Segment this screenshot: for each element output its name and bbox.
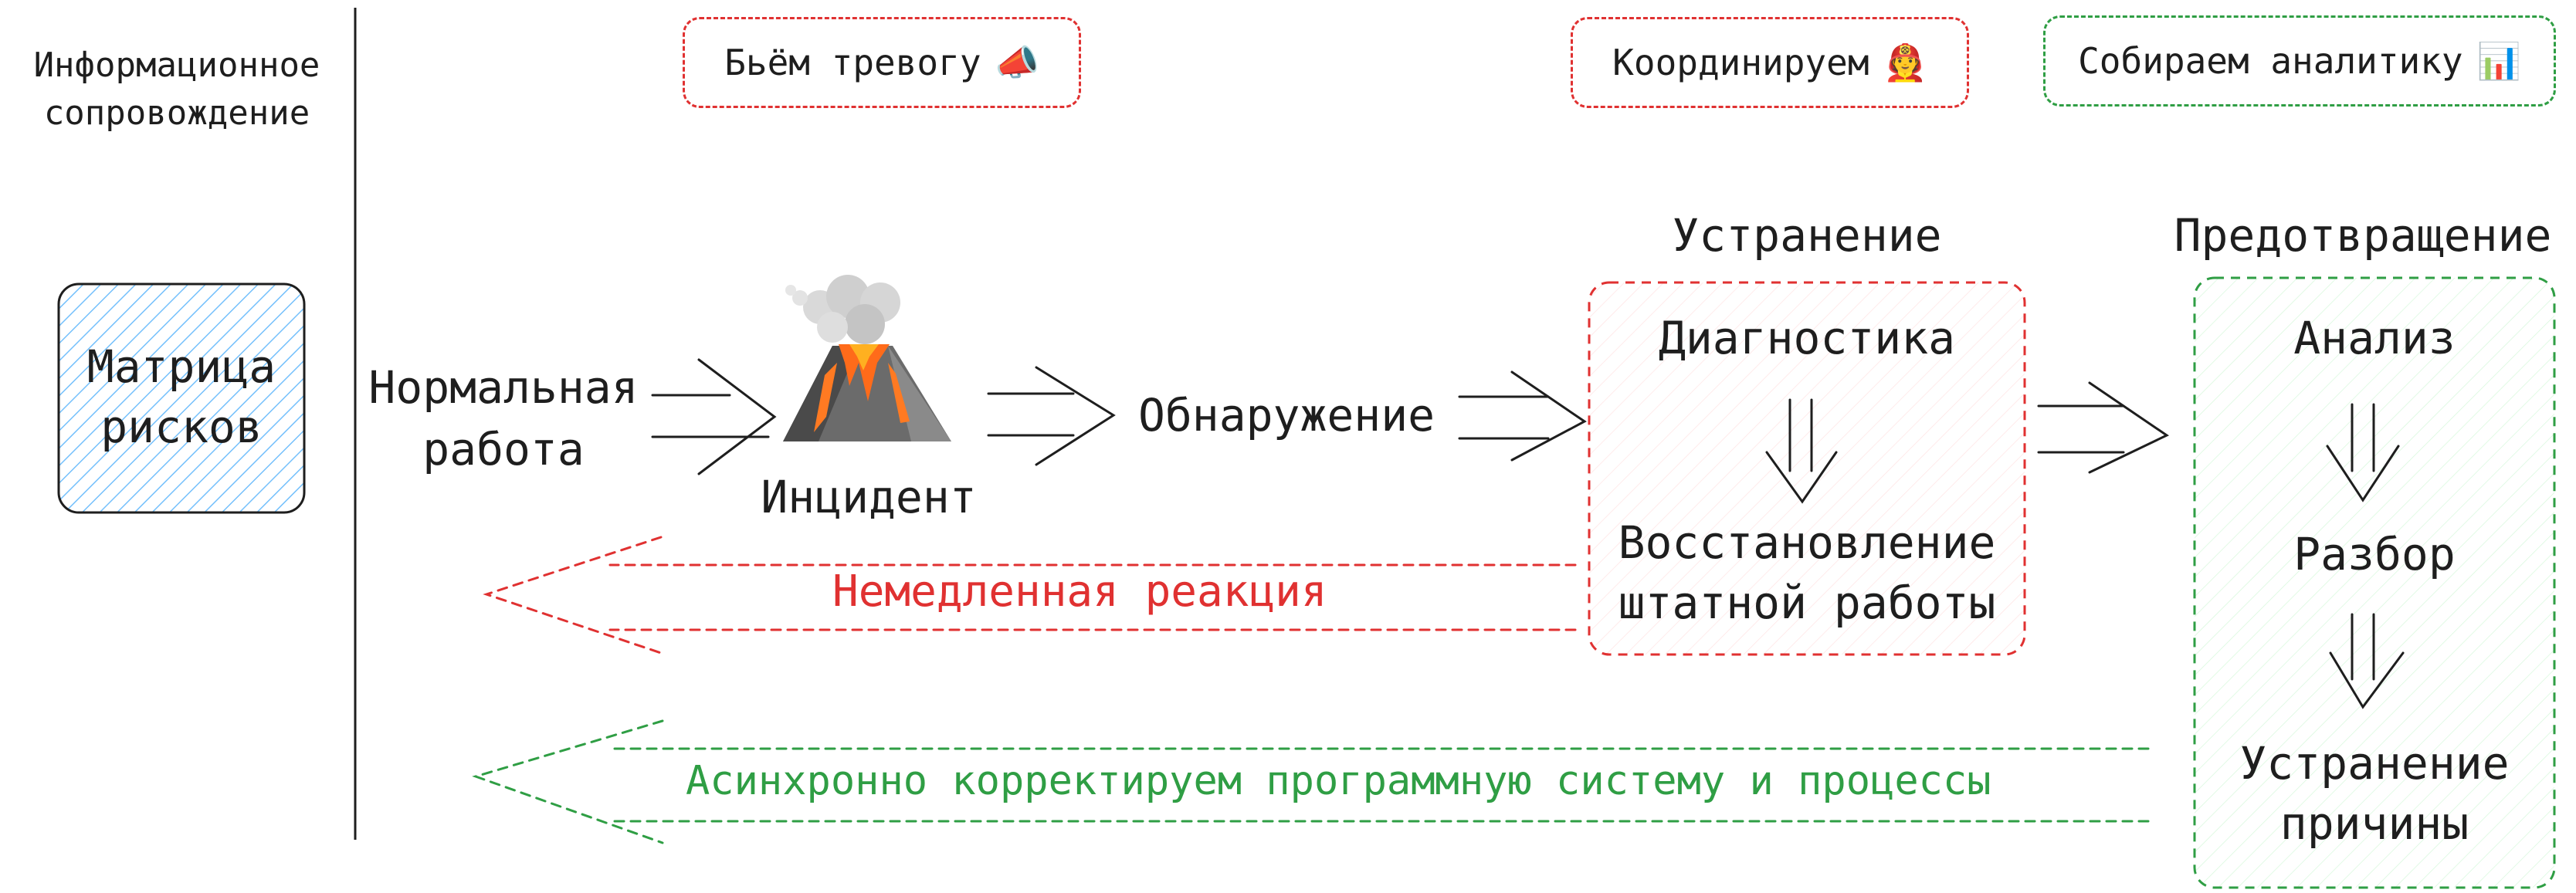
elimination-box xyxy=(1588,281,2026,656)
normal-work-label: Нормальная работа xyxy=(354,357,653,480)
volcano-icon xyxy=(783,275,951,441)
alarm-badge-label: Бьём тревогу xyxy=(724,42,981,83)
restore-label: Восстановление штатной работы xyxy=(1589,512,2025,633)
arrow-async-correction xyxy=(472,719,2150,844)
fix-cause-label-line1: Устранение xyxy=(2239,737,2510,790)
coordinate-badge: Координируем 🧑‍🚒 xyxy=(1571,17,1969,108)
analytics-badge: Собираем аналитику 📊 xyxy=(2043,15,2556,107)
arrow-immediate-reaction xyxy=(483,536,1577,655)
detection-label: Обнаружение xyxy=(1137,389,1435,441)
async-correction-label: Асинхронно корректируем программную сист… xyxy=(686,758,1991,804)
fix-cause-label: Устранение причины xyxy=(2195,733,2554,854)
info-support-label: Информационное сопровождение xyxy=(0,42,354,137)
arrow-incident-to-detection xyxy=(987,366,1116,466)
megaphone-icon: 📣 xyxy=(995,41,1039,83)
prevention-title: Предотвращение xyxy=(2174,209,2552,262)
review-label: Разбор xyxy=(2293,528,2456,580)
coordinate-badge-label: Координируем xyxy=(1612,42,1869,83)
incident-label: Инцидент xyxy=(761,471,977,523)
restore-label-line1: Восстановление xyxy=(1618,516,1996,569)
elimination-title: Устранение xyxy=(1672,209,1942,262)
immediate-reaction-label: Немедленная реакция xyxy=(832,567,1327,617)
info-support-label-line1: Информационное xyxy=(33,46,320,85)
risk-matrix-label: Матрица рисков xyxy=(59,337,304,457)
info-support-label-line2: сопровождение xyxy=(43,93,310,133)
analytics-badge-label: Собираем аналитику xyxy=(2078,40,2463,82)
arrow-analysis-to-review xyxy=(2326,403,2400,502)
arrow-review-to-fix xyxy=(2329,613,2405,709)
risk-matrix-label-line1: Матрица xyxy=(86,340,276,393)
firefighter-icon: 🧑‍🚒 xyxy=(1883,41,1927,83)
normal-work-label-line1: Нормальная xyxy=(368,361,639,414)
alarm-badge: Бьём тревогу 📣 xyxy=(683,17,1081,108)
risk-matrix-box[interactable] xyxy=(57,282,306,514)
risk-matrix-label-line2: рисков xyxy=(100,401,263,453)
restore-label-line2: штатной работы xyxy=(1618,577,1996,629)
arrow-normal-to-incident xyxy=(651,358,777,475)
arrow-detection-to-elimination xyxy=(1458,370,1587,462)
analysis-label: Анализ xyxy=(2293,312,2456,364)
arrow-diagnostics-to-restore xyxy=(1765,398,1838,504)
diagnostics-label: Диагностика xyxy=(1658,312,1956,364)
fix-cause-label-line2: причины xyxy=(2279,797,2469,850)
arrow-elimination-to-prevention xyxy=(2037,381,2169,474)
normal-work-label-line2: работа xyxy=(422,423,585,475)
bar-chart-icon: 📊 xyxy=(2476,39,2521,82)
prevention-box xyxy=(2193,276,2556,889)
